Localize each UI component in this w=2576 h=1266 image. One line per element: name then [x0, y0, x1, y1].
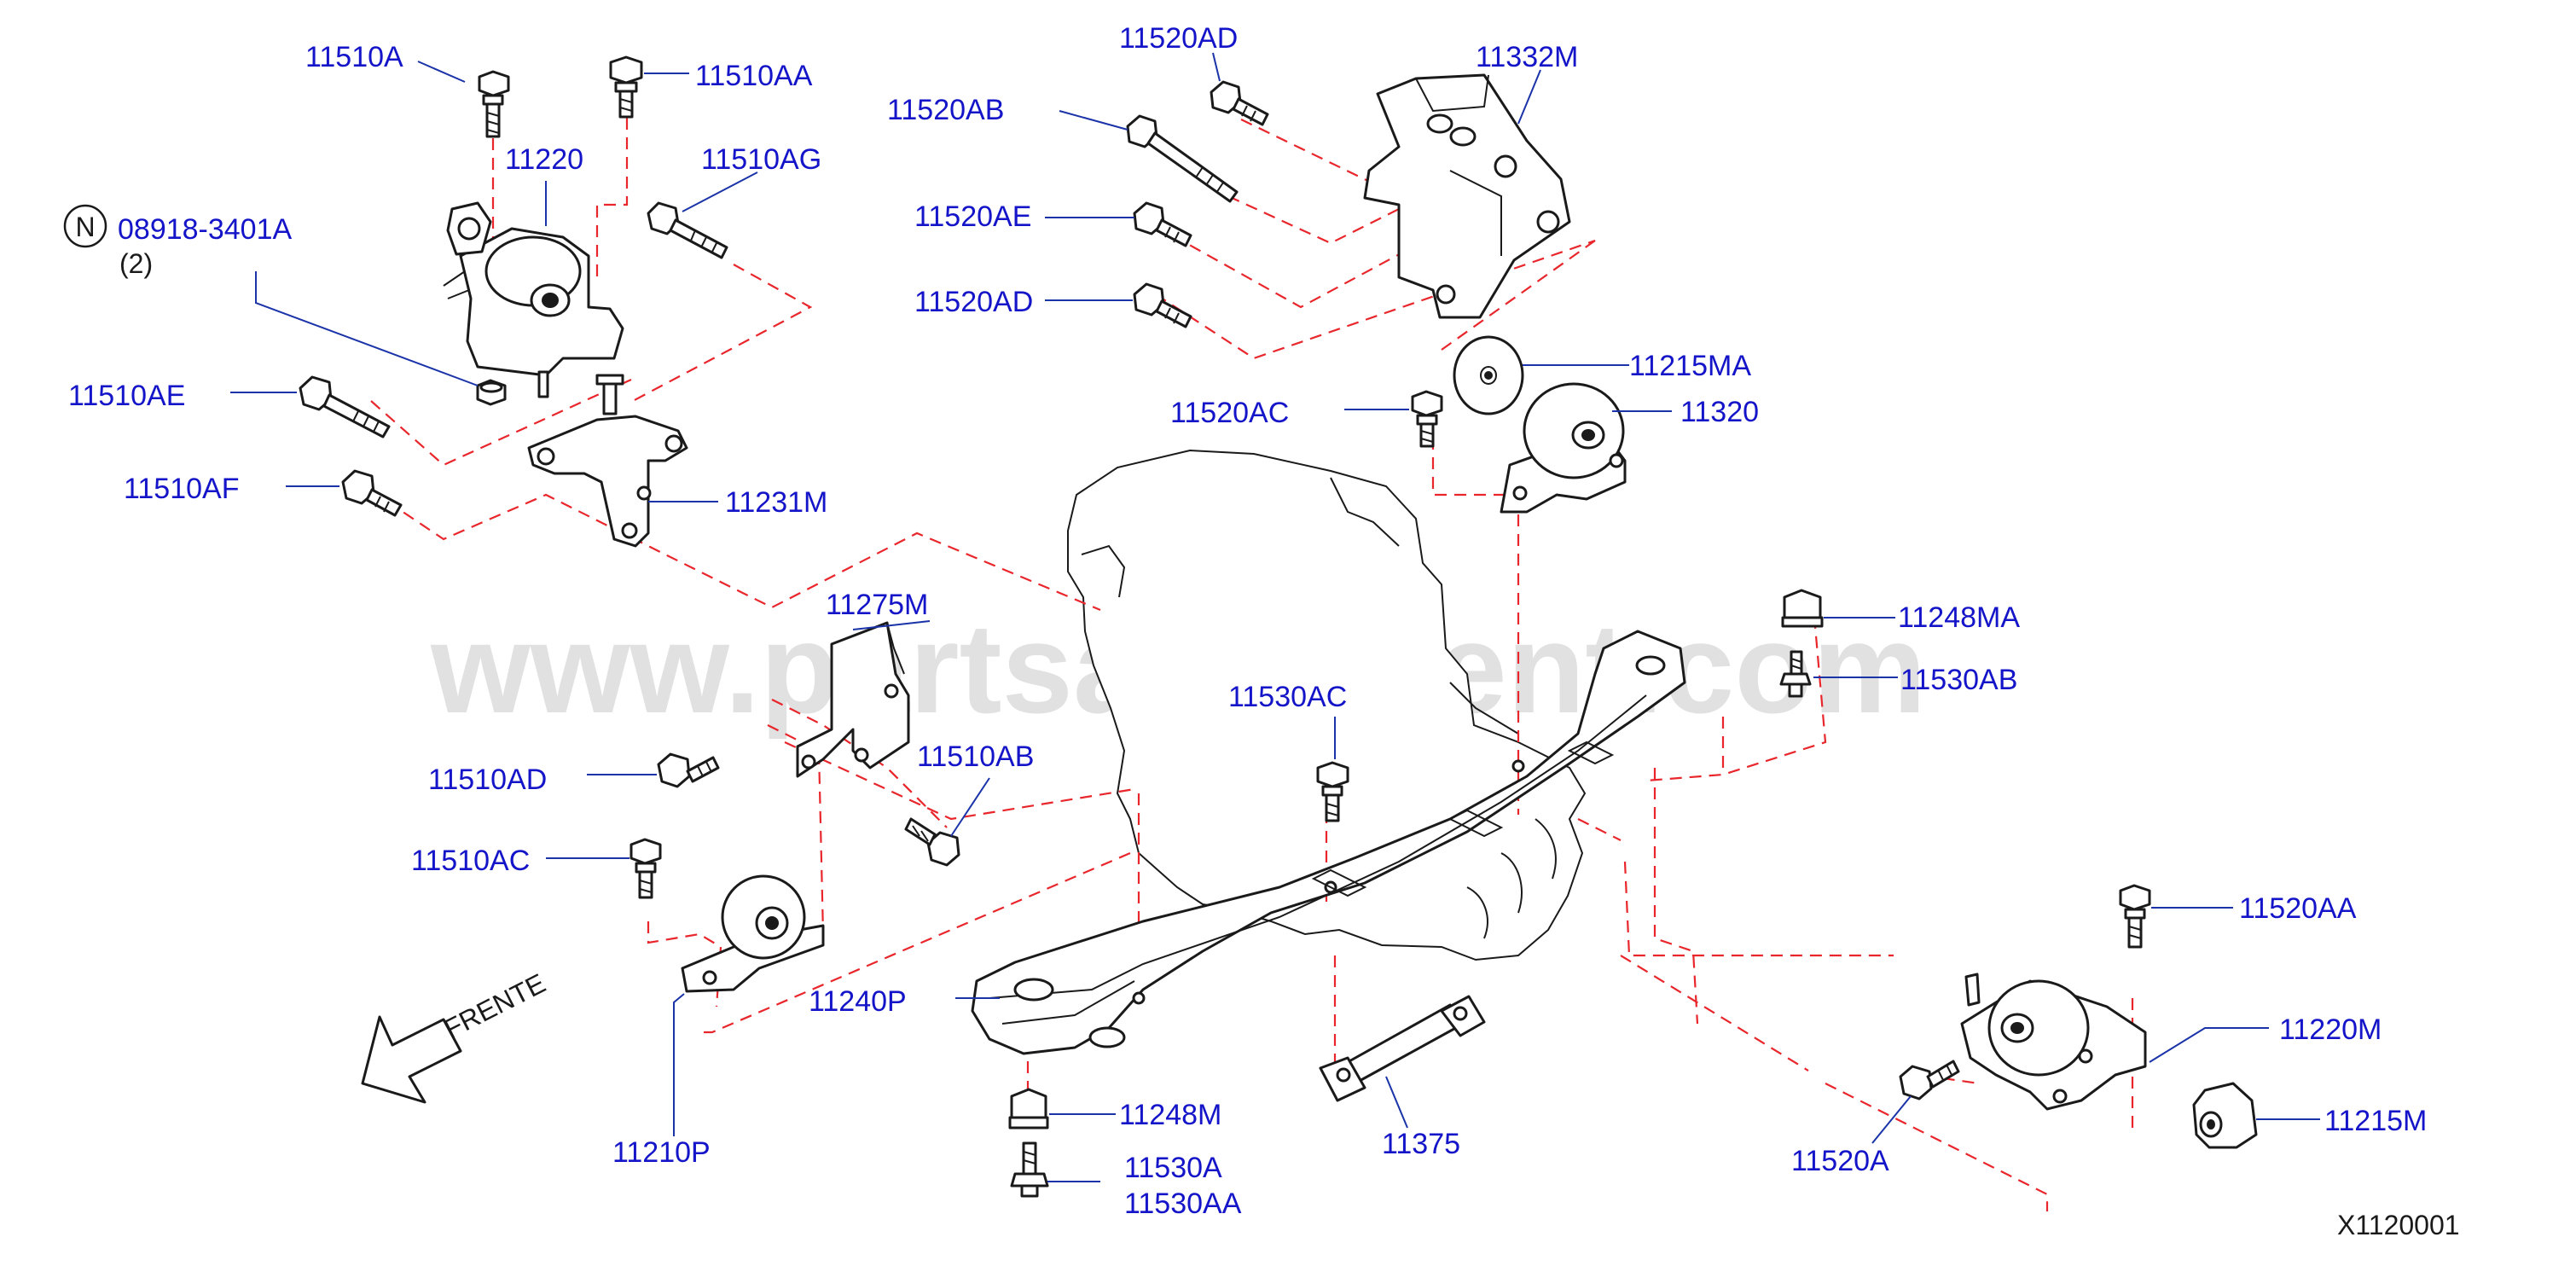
mount-11320 [1500, 382, 1627, 514]
label-11520AA: 11520AA [2239, 892, 2357, 925]
label-11275M: 11275M [826, 589, 928, 621]
label-11248M: 11248M [1119, 1099, 1221, 1131]
bolt-11510A [478, 70, 510, 138]
bracket-11275M [796, 621, 910, 778]
washer-11215MA [1453, 335, 1524, 415]
front-arrow-icon [361, 1015, 462, 1104]
label-11510AD: 11510AD [428, 764, 547, 796]
label-11510AA: 11510AA [695, 60, 813, 92]
label-11520A: 11520A [1791, 1145, 1889, 1177]
nut-08918-3401A [476, 379, 507, 406]
label-11210P: 11210P [612, 1136, 711, 1169]
front-direction-indicator: FRENTE [361, 967, 550, 1104]
label-11220: 11220 [505, 143, 583, 176]
label-11520AB: 11520AB [887, 94, 1004, 126]
label-11510AC: 11510AC [411, 845, 530, 877]
label-11231M: 11231M [725, 486, 827, 519]
bracket-11332M [1363, 73, 1571, 319]
label-11530AC: 11530AC [1228, 681, 1347, 713]
callout-labels: 11510A 11510AA 11220 11510AG 08918-3401A… [68, 22, 2427, 1220]
bracket-11231M [527, 374, 688, 548]
diagram-code: X1120001 [2337, 1210, 2460, 1240]
nut-11248MA [1781, 589, 1824, 628]
bolt-11530AB [1779, 650, 1812, 698]
bolt-11520AE [1133, 201, 1192, 247]
bolt-11520AD-top [1210, 80, 1269, 126]
bolt-11510AB [904, 817, 960, 867]
label-11520AC: 11520AC [1170, 397, 1289, 429]
label-11215MA: 11215MA [1629, 350, 1751, 382]
leader-lines [230, 52, 2320, 1182]
label-11530AA: 11530AA [1124, 1188, 1242, 1220]
label-11220M: 11220M [2279, 1013, 2382, 1046]
label-11510AG: 11510AG [701, 143, 821, 176]
bolt-11520AB [1126, 114, 1239, 203]
label-11332M: 11332M [1476, 41, 1578, 73]
crossmember-11240P [971, 630, 1686, 1055]
bolt-11510AA [609, 55, 643, 119]
nut-11248M [1008, 1088, 1049, 1130]
note-symbol-letter: N [75, 212, 95, 242]
label-11510AF: 11510AF [124, 473, 239, 505]
bolt-11510AG [647, 201, 728, 259]
label-08918-3401A: 08918-3401A [118, 213, 293, 246]
label-11510AE: 11510AE [68, 380, 185, 412]
bolt-11520AC [1411, 390, 1443, 448]
note-quantity: (2) [119, 248, 153, 279]
bolt-11510AC [629, 838, 662, 899]
label-11530A: 11530A [1124, 1152, 1222, 1184]
bolt-11520AA [2119, 884, 2151, 949]
mount-insulator-11220 [443, 201, 624, 398]
bolt-11510AD [657, 752, 720, 788]
label-11510A: 11510A [305, 41, 403, 73]
bolt-11520A [1899, 1060, 1960, 1100]
mount-11220M [1960, 973, 2147, 1111]
bolt-11520AD-mid [1133, 282, 1192, 328]
label-11510AB: 11510AB [917, 740, 1034, 773]
bolt-11510AE [299, 375, 391, 438]
rod-11375 [1319, 995, 1486, 1102]
label-11375: 11375 [1382, 1128, 1460, 1160]
label-11248MA: 11248MA [1898, 601, 2020, 634]
front-direction-label: FRENTE [439, 967, 550, 1044]
bolt-11530AC [1316, 761, 1349, 822]
label-11215M: 11215M [2324, 1105, 2427, 1137]
label-11520AE: 11520AE [914, 200, 1031, 233]
label-11320: 11320 [1680, 396, 1759, 428]
label-11520AD-mid: 11520AD [914, 286, 1033, 318]
bolt-11530A [1010, 1141, 1049, 1198]
label-11240P: 11240P [809, 985, 907, 1018]
insulator-11215M [2192, 1082, 2258, 1149]
note-symbol: N (2) [63, 204, 153, 279]
label-11530AB: 11530AB [1900, 664, 2017, 696]
bolt-11510AF [341, 469, 403, 517]
label-11520AD-top: 11520AD [1119, 22, 1238, 55]
mount-11210P [681, 874, 825, 993]
